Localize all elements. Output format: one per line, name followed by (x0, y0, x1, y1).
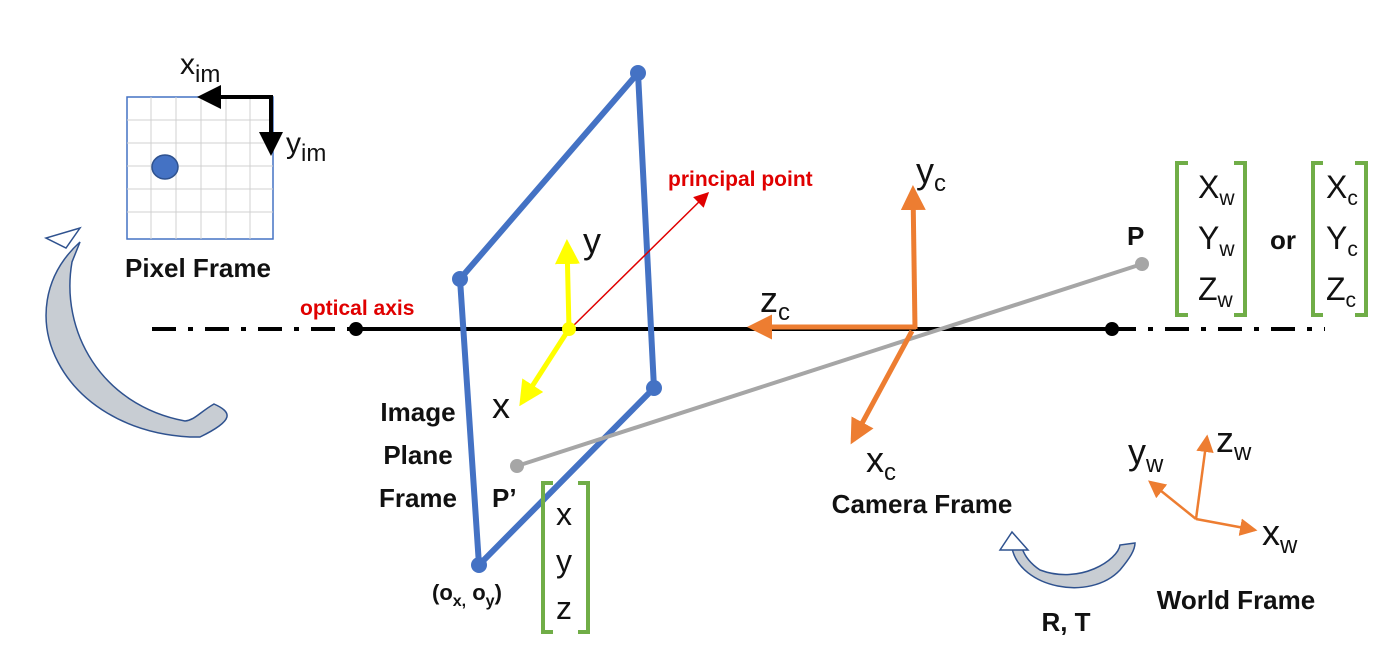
world-frame-axes: yw zw xw (1128, 419, 1298, 559)
rotation-translation-label: R, T (1041, 607, 1090, 637)
z-c-label: zc (760, 279, 790, 326)
pixel-point-marker (151, 154, 179, 180)
world-vector-y: Yw (1198, 220, 1235, 261)
or-label: or (1270, 225, 1296, 255)
camera-point-vector: Xc Yc Zc (1311, 161, 1368, 317)
image-vector-left-bracket (541, 481, 553, 634)
world-point-vector: Xw Yw Zw (1175, 161, 1247, 317)
x-w-axis-arrow (1195, 517, 1258, 536)
image-x-label: x (492, 385, 510, 426)
image-plane-outline (457, 70, 657, 568)
principal-point-pointer (569, 191, 710, 330)
optical-axis: optical axis (152, 297, 1325, 336)
x-c-label: xc (866, 439, 896, 486)
optical-axis-label: optical axis (300, 297, 414, 320)
world-vector-z: Zw (1198, 271, 1234, 312)
y-c-label: yc (916, 150, 946, 197)
image-vector-z: z (556, 590, 572, 626)
image-vector-right-bracket (578, 481, 590, 634)
plane-corner-left (452, 271, 468, 287)
pixel-frame-group: xim yim Pixel Frame (125, 48, 326, 283)
plane-corner-top (630, 65, 646, 81)
camera-frame-label: Camera Frame (832, 489, 1013, 519)
point-p-prime-label: P’ (492, 483, 517, 513)
curved-transform-arrow-icon (43, 226, 228, 438)
image-vector-y: y (556, 543, 572, 579)
world-frame-label: World Frame (1157, 585, 1315, 615)
camera-vector-right-bracket (1355, 161, 1368, 317)
image-plane-frame-label-1: Image (380, 397, 455, 427)
camera-vector-y: Yc (1326, 220, 1358, 261)
point-p-label: P (1127, 221, 1144, 251)
image-point-vector: x y z (541, 481, 590, 634)
world-vector-left-bracket (1175, 161, 1188, 317)
image-plane-frame-label-2: Plane (383, 440, 452, 470)
point-p-marker (1135, 257, 1149, 271)
z-w-label: zw (1216, 419, 1252, 466)
pixel-grid-border (126, 96, 274, 240)
optical-axis-left-dot (349, 322, 363, 336)
camera-vector-left-bracket (1311, 161, 1323, 317)
y-c-axis-arrow (900, 185, 926, 330)
z-w-axis-arrow (1194, 434, 1214, 520)
world-vector-right-bracket (1234, 161, 1247, 317)
camera-vector-x: Xc (1326, 169, 1358, 210)
principal-point-label: principal point (668, 168, 813, 191)
y-im-label: yim (286, 127, 326, 167)
image-y-label: y (583, 220, 601, 261)
image-x-axis-arrow (519, 327, 572, 407)
x-w-label: xw (1262, 512, 1298, 559)
y-w-axis-arrow (1148, 480, 1197, 520)
image-vector-x: x (556, 496, 572, 532)
plane-corner-right (646, 380, 662, 396)
projection-ray (516, 262, 1143, 468)
principal-point-dot (562, 322, 576, 336)
pixel-frame-label: Pixel Frame (125, 253, 271, 283)
rt-curved-arrow-icon (998, 530, 1136, 589)
camera-vector-z: Zc (1326, 271, 1356, 312)
optical-axis-right-dot (1105, 322, 1119, 336)
image-plane-axes: y x (492, 220, 601, 426)
y-w-label: yw (1128, 431, 1164, 478)
plane-corner-bottom (471, 557, 487, 573)
image-y-axis-arrow (554, 239, 580, 330)
camera-frame-axes: yc zc xc (747, 150, 946, 486)
point-p-prime-marker (510, 459, 524, 473)
world-vector-x: Xw (1198, 169, 1235, 210)
image-plane (452, 65, 662, 573)
image-origin-label: (ox, oy) (432, 580, 502, 610)
image-plane-frame-label-3: Frame (379, 483, 457, 513)
x-im-label: xim (180, 48, 220, 88)
x-c-axis-arrow (850, 329, 915, 445)
